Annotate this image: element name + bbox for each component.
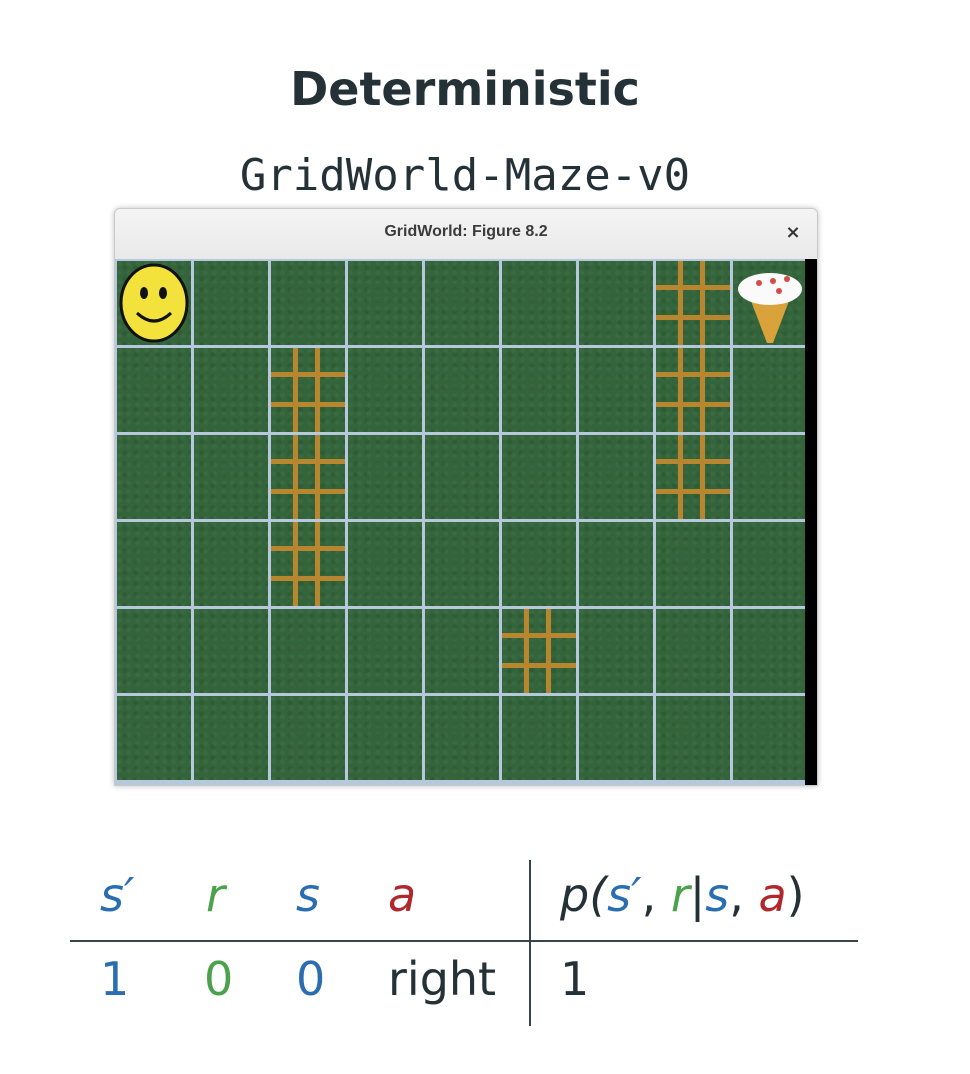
grid-cell bbox=[348, 609, 422, 693]
prob-close: ) bbox=[786, 868, 805, 922]
grid-cell bbox=[579, 696, 653, 780]
prob-comma-1: , bbox=[641, 868, 671, 922]
grid-cell bbox=[656, 609, 730, 693]
value-s: 0 bbox=[296, 952, 326, 1006]
grid-cell bbox=[656, 348, 730, 432]
grid-cell bbox=[579, 435, 653, 519]
grid-cell bbox=[348, 348, 422, 432]
grid-cell bbox=[656, 261, 730, 345]
wall-lattice-icon bbox=[656, 348, 730, 432]
grid-cell bbox=[502, 261, 576, 345]
prob-s-prime: s′ bbox=[607, 868, 642, 922]
grid-cell bbox=[502, 435, 576, 519]
smiley-face-icon bbox=[119, 263, 189, 343]
window-edge-strip bbox=[805, 259, 817, 785]
grid-cell bbox=[502, 348, 576, 432]
close-button[interactable]: × bbox=[785, 222, 801, 243]
grid-cell bbox=[733, 261, 807, 345]
wall-lattice-icon bbox=[656, 261, 730, 345]
grid-cell bbox=[348, 435, 422, 519]
grid-cell bbox=[194, 348, 268, 432]
grid-cell bbox=[502, 609, 576, 693]
value-r: 0 bbox=[204, 952, 234, 1006]
prob-comma-2: , bbox=[729, 868, 759, 922]
header-r: r bbox=[206, 868, 225, 922]
grid-cell bbox=[117, 522, 191, 606]
grid-cell bbox=[117, 435, 191, 519]
grid-cell bbox=[425, 261, 499, 345]
table-column-divider bbox=[529, 860, 531, 1026]
header-s: s bbox=[296, 868, 320, 922]
grid-cell bbox=[656, 696, 730, 780]
header-s-prime: s′ bbox=[100, 868, 135, 922]
window-titlebar[interactable]: GridWorld: Figure 8.2 × bbox=[115, 209, 817, 260]
ice-cream-icon bbox=[738, 273, 802, 343]
prob-a: a bbox=[758, 868, 787, 922]
grid-cell bbox=[733, 435, 807, 519]
grid-cell bbox=[194, 261, 268, 345]
grid-cell bbox=[271, 261, 345, 345]
grid-cell bbox=[579, 609, 653, 693]
grid-cell bbox=[271, 522, 345, 606]
wall-lattice-icon bbox=[502, 609, 576, 693]
wall-lattice-icon bbox=[271, 348, 345, 432]
grid-cell bbox=[579, 522, 653, 606]
grid-cell bbox=[271, 348, 345, 432]
grid-cell bbox=[425, 522, 499, 606]
value-probability: 1 bbox=[560, 952, 590, 1006]
grid-cell bbox=[502, 696, 576, 780]
prob-p: p( bbox=[560, 868, 608, 922]
transition-table: s′ r s a p(s′, r|s, a) 1 0 0 right 1 bbox=[70, 860, 860, 1030]
grid-cell bbox=[656, 522, 730, 606]
gridworld-grid bbox=[115, 259, 807, 785]
wall-lattice-icon bbox=[656, 435, 730, 519]
grid-cell bbox=[425, 696, 499, 780]
window-title: GridWorld: Figure 8.2 bbox=[384, 223, 548, 240]
grid-cell bbox=[117, 261, 191, 345]
grid-cell bbox=[194, 435, 268, 519]
grid-cell bbox=[579, 348, 653, 432]
grid-cell bbox=[733, 696, 807, 780]
grid-cell bbox=[656, 435, 730, 519]
prob-bar: | bbox=[689, 868, 706, 922]
grid-cell bbox=[425, 348, 499, 432]
table-header-rule bbox=[70, 940, 858, 942]
grid-cell bbox=[733, 522, 807, 606]
grid-cell bbox=[425, 435, 499, 519]
grid-cell bbox=[194, 609, 268, 693]
header-probability: p(s′, r|s, a) bbox=[560, 868, 805, 922]
grid-cell bbox=[733, 609, 807, 693]
grid-cell bbox=[117, 609, 191, 693]
grid-cell bbox=[348, 261, 422, 345]
grid-cell bbox=[194, 522, 268, 606]
value-a: right bbox=[388, 952, 497, 1006]
environment-name: GridWorld-Maze-v0 bbox=[239, 150, 691, 201]
grid-cell bbox=[425, 609, 499, 693]
wall-lattice-icon bbox=[271, 435, 345, 519]
grid-cell bbox=[733, 348, 807, 432]
grid-cell bbox=[348, 696, 422, 780]
grid-cell bbox=[117, 348, 191, 432]
value-s-prime: 1 bbox=[100, 952, 130, 1006]
grid-cell bbox=[271, 696, 345, 780]
gridworld-window: GridWorld: Figure 8.2 × bbox=[114, 208, 818, 786]
grid-cell bbox=[271, 609, 345, 693]
prob-r: r bbox=[670, 868, 690, 922]
wall-lattice-icon bbox=[271, 522, 345, 606]
page-heading: Deterministic bbox=[290, 62, 640, 116]
grid-cell bbox=[117, 696, 191, 780]
grid-cell bbox=[579, 261, 653, 345]
grid-cell bbox=[271, 435, 345, 519]
grid-cell bbox=[348, 522, 422, 606]
prob-s: s bbox=[705, 868, 730, 922]
header-a: a bbox=[388, 868, 417, 922]
grid-cell bbox=[194, 696, 268, 780]
grid-cell bbox=[502, 522, 576, 606]
